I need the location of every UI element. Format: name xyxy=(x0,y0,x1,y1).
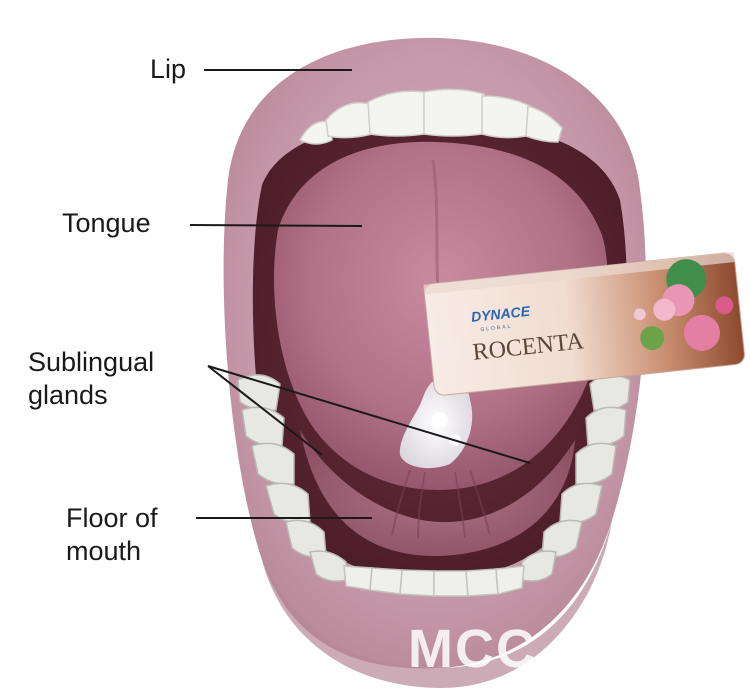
lower-teeth-right xyxy=(521,374,631,582)
watermark: MCC xyxy=(408,619,537,679)
rocenta-sachet: DYNACE GLOBAL ROCENTA xyxy=(423,252,745,396)
frenulum-folds xyxy=(391,469,491,539)
label-floor-line1: Floor of xyxy=(66,503,158,533)
sublingual-leader-upper xyxy=(207,365,531,464)
tongue-leader xyxy=(189,224,363,227)
label-lip: Lip xyxy=(150,54,187,84)
sachet-brand-sub: GLOBAL xyxy=(480,324,512,333)
sachet-brand: DYNACE xyxy=(470,303,531,325)
floor-of-mouth xyxy=(300,430,575,557)
upper-teeth xyxy=(298,88,563,145)
sublingual-leader-lower xyxy=(207,365,323,456)
label-floor-line2: mouth xyxy=(66,536,142,566)
label-sublingual-line1: Sublingual xyxy=(28,347,155,377)
lower-front-teeth xyxy=(343,565,525,597)
label-tongue: Tongue xyxy=(62,208,151,238)
label-sublingual-line2: glands xyxy=(28,380,108,410)
